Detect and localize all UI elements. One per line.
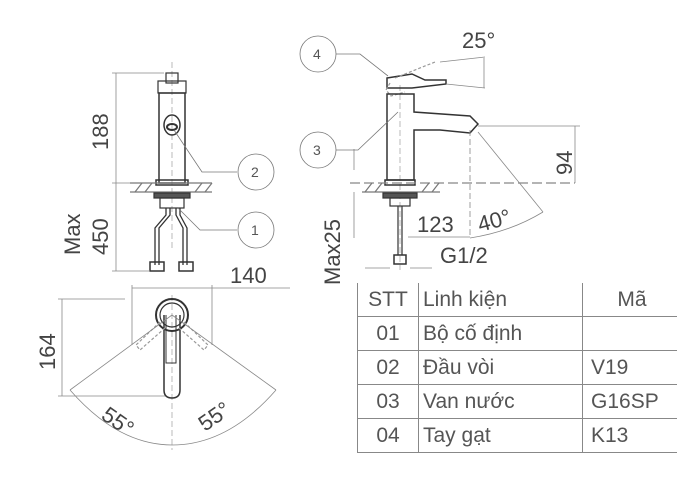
dim-spout-height: 94	[552, 151, 577, 175]
top-view	[58, 285, 290, 450]
side-view	[299, 35, 580, 270]
dim-reach: 123	[417, 212, 454, 237]
dim-height-188: 188	[88, 113, 113, 150]
dim-depth: 164	[35, 333, 60, 370]
cell-part: Van nước	[418, 384, 583, 419]
cell-part: Tay gạt	[418, 418, 583, 453]
dim-hose-450: 450	[88, 218, 113, 255]
dim-max-label: Max	[60, 213, 85, 255]
dim-spray-angle: 40°	[475, 204, 514, 237]
table-row: 03 Van nước G16SP	[357, 384, 677, 419]
cell-stt: 03	[357, 384, 419, 419]
parts-table: STT Linh kiện Mã 01 Bộ cố định 02 Đầu vò…	[357, 283, 677, 453]
table-row: 02 Đầu vòi V19	[357, 350, 677, 385]
callout-4: 4	[313, 46, 321, 62]
dim-lever-angle: 25°	[462, 28, 495, 53]
angle-left: 55°	[97, 402, 139, 442]
cell-code: G16SP	[582, 384, 677, 419]
header-stt: STT	[357, 283, 419, 317]
front-view	[112, 62, 275, 272]
header-code: Mã	[582, 283, 677, 317]
cell-stt: 02	[357, 350, 419, 385]
cell-stt: 04	[357, 418, 419, 453]
callout-1: 1	[251, 222, 259, 238]
dim-max-thickness: Max25	[320, 219, 345, 285]
cell-code: V19	[582, 350, 677, 385]
header-part: Linh kiện	[418, 283, 583, 317]
cell-stt: 01	[357, 316, 419, 351]
table-row: 01 Bộ cố định	[357, 316, 677, 351]
angle-right: 55°	[194, 397, 236, 437]
dim-thread: G1/2	[440, 243, 488, 268]
table-row: 04 Tay gạt K13	[357, 418, 677, 453]
table-header-row: STT Linh kiện Mã	[357, 283, 677, 317]
cell-code: K13	[582, 418, 677, 453]
dim-width-140: 140	[230, 263, 267, 288]
callout-2: 2	[251, 164, 259, 180]
cell-code	[582, 316, 677, 351]
cell-part: Bộ cố định	[418, 316, 583, 351]
cell-part: Đầu vòi	[418, 350, 583, 385]
callout-3: 3	[313, 142, 321, 158]
